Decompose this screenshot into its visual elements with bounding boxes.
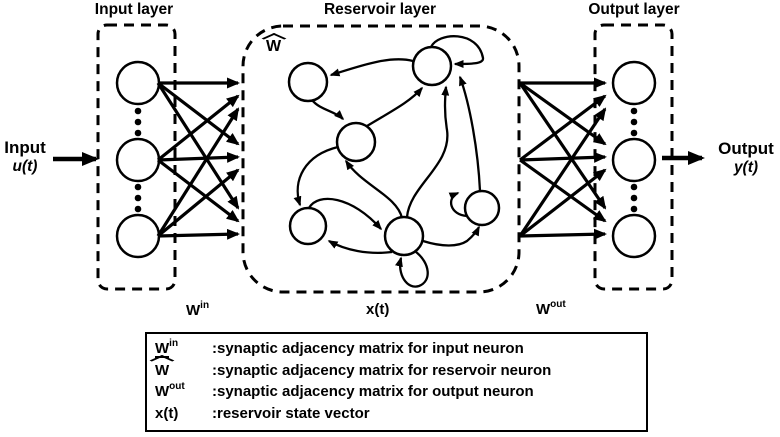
edge-c-d [293,145,339,207]
neuron-ellipsis-dots [134,107,638,213]
input-layer-title: Input layer [94,1,174,18]
wout-matrix-label: Wout [536,299,566,319]
reservoir-neurons [287,45,501,257]
edge-b-a [329,58,414,77]
edge-c-b [366,86,423,127]
input-neuron [115,213,161,259]
what-matrix-label: W [261,33,286,56]
reservoir-neuron [383,215,425,257]
reservoir-neuron [411,45,453,87]
legend-box: Win :synaptic adjacency matrix for input… [145,332,648,432]
output-neurons [611,60,657,259]
output-neuron [611,60,657,106]
reservoir-edges [293,35,485,288]
input-label: Input [4,138,46,157]
output-signal-label: Output y(t) [712,139,780,178]
edge-f-selfloop [448,191,468,218]
legend-desc-what: :synaptic adjacency matrix for reservoir… [212,361,552,379]
reservoir-neuron [335,121,377,163]
reservoir-neuron [287,61,329,103]
legend-desc-wout: :synaptic adjacency matrix for output ne… [212,383,534,400]
legend-desc-win: :synaptic adjacency matrix for input neu… [212,340,524,357]
edge-f-b [458,75,482,192]
reservoir-layer-title: Reservoir layer [323,1,437,18]
reservoir-layer-box [241,24,521,294]
edge-d-e [307,197,382,231]
input-fan-arrows [156,77,240,240]
edge-e-c [345,159,404,219]
legend-desc-state: :reservoir state vector [212,404,370,422]
output-symbol: y(t) [733,159,759,176]
reservoir-neuron [288,206,328,246]
legend-symbol-win: Win [155,338,179,358]
legend-symbol-what: W [149,354,212,382]
legend-row-win: Win :synaptic adjacency matrix for input… [155,338,646,360]
edge-e-selfloop [395,251,429,288]
output-layer-title: Output layer [588,1,680,18]
input-symbol: u(t) [12,158,38,175]
edge-e-b [405,85,450,218]
output-neuron [611,213,657,259]
reservoir-neuron [463,189,501,227]
input-neurons [115,60,161,259]
legend-symbol-wout: Wout [155,381,185,401]
edge-e-d [327,239,393,255]
state-vector-label: x(t) [366,301,390,318]
input-neuron [115,60,161,106]
legend-symbol-state: x(t) [155,404,179,422]
output-fan-arrows [518,77,607,240]
input-neuron [115,137,161,183]
legend-row-what: W :synaptic adjacency matrix for reservo… [149,354,646,382]
output-neuron [611,137,657,183]
input-signal-label: Input u(t) [0,138,50,177]
output-label: Output [718,139,774,158]
edge-e-f [422,225,481,247]
edge-b-selfloop [429,35,485,68]
edge-a-c [311,99,345,121]
win-matrix-label: Win [186,300,210,320]
legend-row-wout: Wout :synaptic adjacency matrix for outp… [155,381,646,403]
legend-row-state: x(t) :reservoir state vector [155,403,646,425]
